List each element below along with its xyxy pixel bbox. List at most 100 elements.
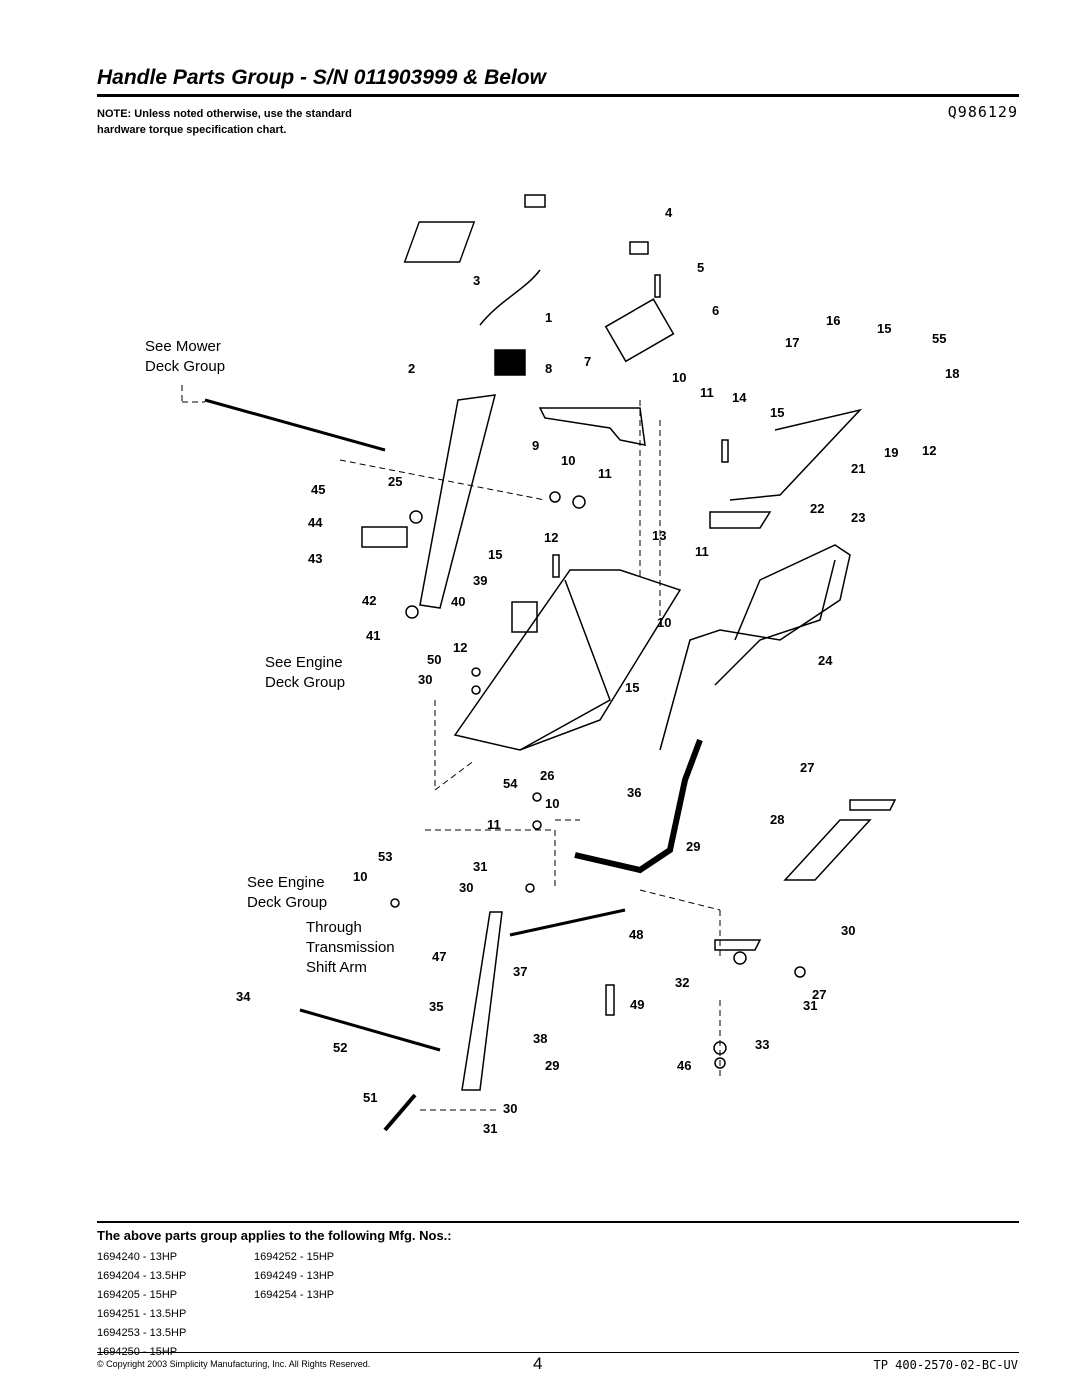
part-nut [794,966,806,978]
part-callout: 17 [785,335,799,350]
mfg-item: 1694253 - 13.5HP [97,1327,187,1339]
part-nut [572,495,586,509]
part-callout: 7 [584,354,591,369]
part-callout: 31 [803,998,817,1013]
copyright: © Copyright 2003 Simplicity Manufacturin… [97,1359,371,1369]
part-callout: 22 [810,501,824,516]
part-callout: 30 [418,672,432,687]
part-36-lower-bar [574,738,703,874]
ref-see-engine-2: See Engine [247,874,325,891]
part-callout: 11 [598,466,612,481]
part-callout: 34 [236,989,251,1004]
part-27b-plate [714,939,762,951]
part-nut [714,1057,726,1069]
part-13-console-back [519,579,611,751]
diagram-code: Q986129 [947,103,1018,121]
part-27-plate [849,799,897,811]
part-callout: 42 [362,593,376,608]
part-nut [471,685,481,695]
part-nut [409,510,423,524]
part-callout: 33 [755,1037,769,1052]
part-callout: 11 [700,385,714,400]
part-44-bracket [361,526,408,548]
part-24-handle-bar [659,544,851,751]
page-number: 4 [533,1354,543,1373]
part-bolt [552,554,560,578]
part-callout: 53 [378,849,392,864]
part-callout: 11 [487,817,501,832]
footer-divider [97,1352,1019,1353]
ref-transmission: Transmission [306,939,395,956]
part-callout: 15 [877,321,891,336]
ref-see-engine-1: See Engine [265,654,343,671]
parts-diagram: See Mower Deck Group See Engine Deck Gro… [145,194,959,1136]
part-callout: 52 [333,1040,347,1055]
part-callout: 10 [353,869,367,884]
ref-through: Through [306,919,362,936]
part-callout: 24 [818,653,833,668]
part-7-bracket [538,407,646,446]
part-callout: 48 [629,927,643,942]
part-callout: 47 [432,949,446,964]
guide-line [639,889,721,911]
part-callout: 39 [473,573,487,588]
part-callout: 23 [851,510,865,525]
part-4-knob [524,194,546,208]
part-callout: 12 [453,640,467,655]
part-callout: 55 [932,331,946,346]
ref-see-engine-2-deck: Deck Group [247,894,327,911]
part-callout: 15 [770,405,784,420]
part-callout: 5 [697,260,704,275]
ref-see-engine-1-deck: Deck Group [265,674,345,691]
part-39-bracket [511,601,538,633]
mfg-item: 1694251 - 13.5HP [97,1308,187,1320]
ref-shift-arm: Shift Arm [306,959,367,976]
part-28-bracket [783,819,872,881]
part-22-plate [709,511,772,529]
mfg-item: 1694254 - 13HP [254,1289,335,1301]
part-4b-knob [629,241,649,255]
part-callout: 26 [540,768,554,783]
part-52-rod [299,1008,441,1052]
part-callout: 10 [545,796,559,811]
part-callout: 12 [544,530,558,545]
part-bolt [654,274,661,298]
part-callout: 36 [627,785,641,800]
part-callout: 41 [366,628,380,643]
part-callout: 30 [459,880,473,895]
part-nut [525,883,535,893]
part-callout: 3 [473,273,480,288]
part-callout: 4 [665,205,673,220]
part-callout: 16 [826,313,840,328]
part-callout: 50 [427,652,441,667]
mfg-list-col1: 1694240 - 13HP 1694204 - 13.5HP 1694205 … [97,1248,186,1362]
part-nut [390,898,400,908]
part-callout: 10 [672,370,686,385]
part-callout: 30 [503,1101,517,1116]
part-48-rod [509,908,626,937]
part-callout: 31 [473,859,487,874]
part-callout: 46 [677,1058,691,1073]
part-callout: 49 [630,997,644,1012]
mfg-item: 1694240 - 13HP [97,1251,178,1263]
part-callout: 28 [770,812,784,827]
part-callout: 27 [800,760,814,775]
part-bolt [721,439,729,463]
part-callout: 6 [712,303,719,318]
part-callout: 45 [311,482,325,497]
part-callout: 29 [545,1058,559,1073]
part-24-handle-bar-inner [714,559,836,686]
part-callout: 8 [545,361,552,376]
part-nut [532,820,542,830]
part-6-plate [604,298,675,363]
part-threaded-rod [204,398,386,452]
page-title: Handle Parts Group - S/N 011903999 & Bel… [97,66,546,89]
part-51-pin [383,1093,417,1132]
part-callout: 35 [429,999,443,1014]
part-callout: 10 [561,453,575,468]
part-callout: 37 [513,964,527,979]
part-3-wire [479,269,541,326]
part-35-arm [461,911,503,1091]
ref-see-mower: See Mower [145,338,221,355]
part-callout: 14 [732,390,747,405]
